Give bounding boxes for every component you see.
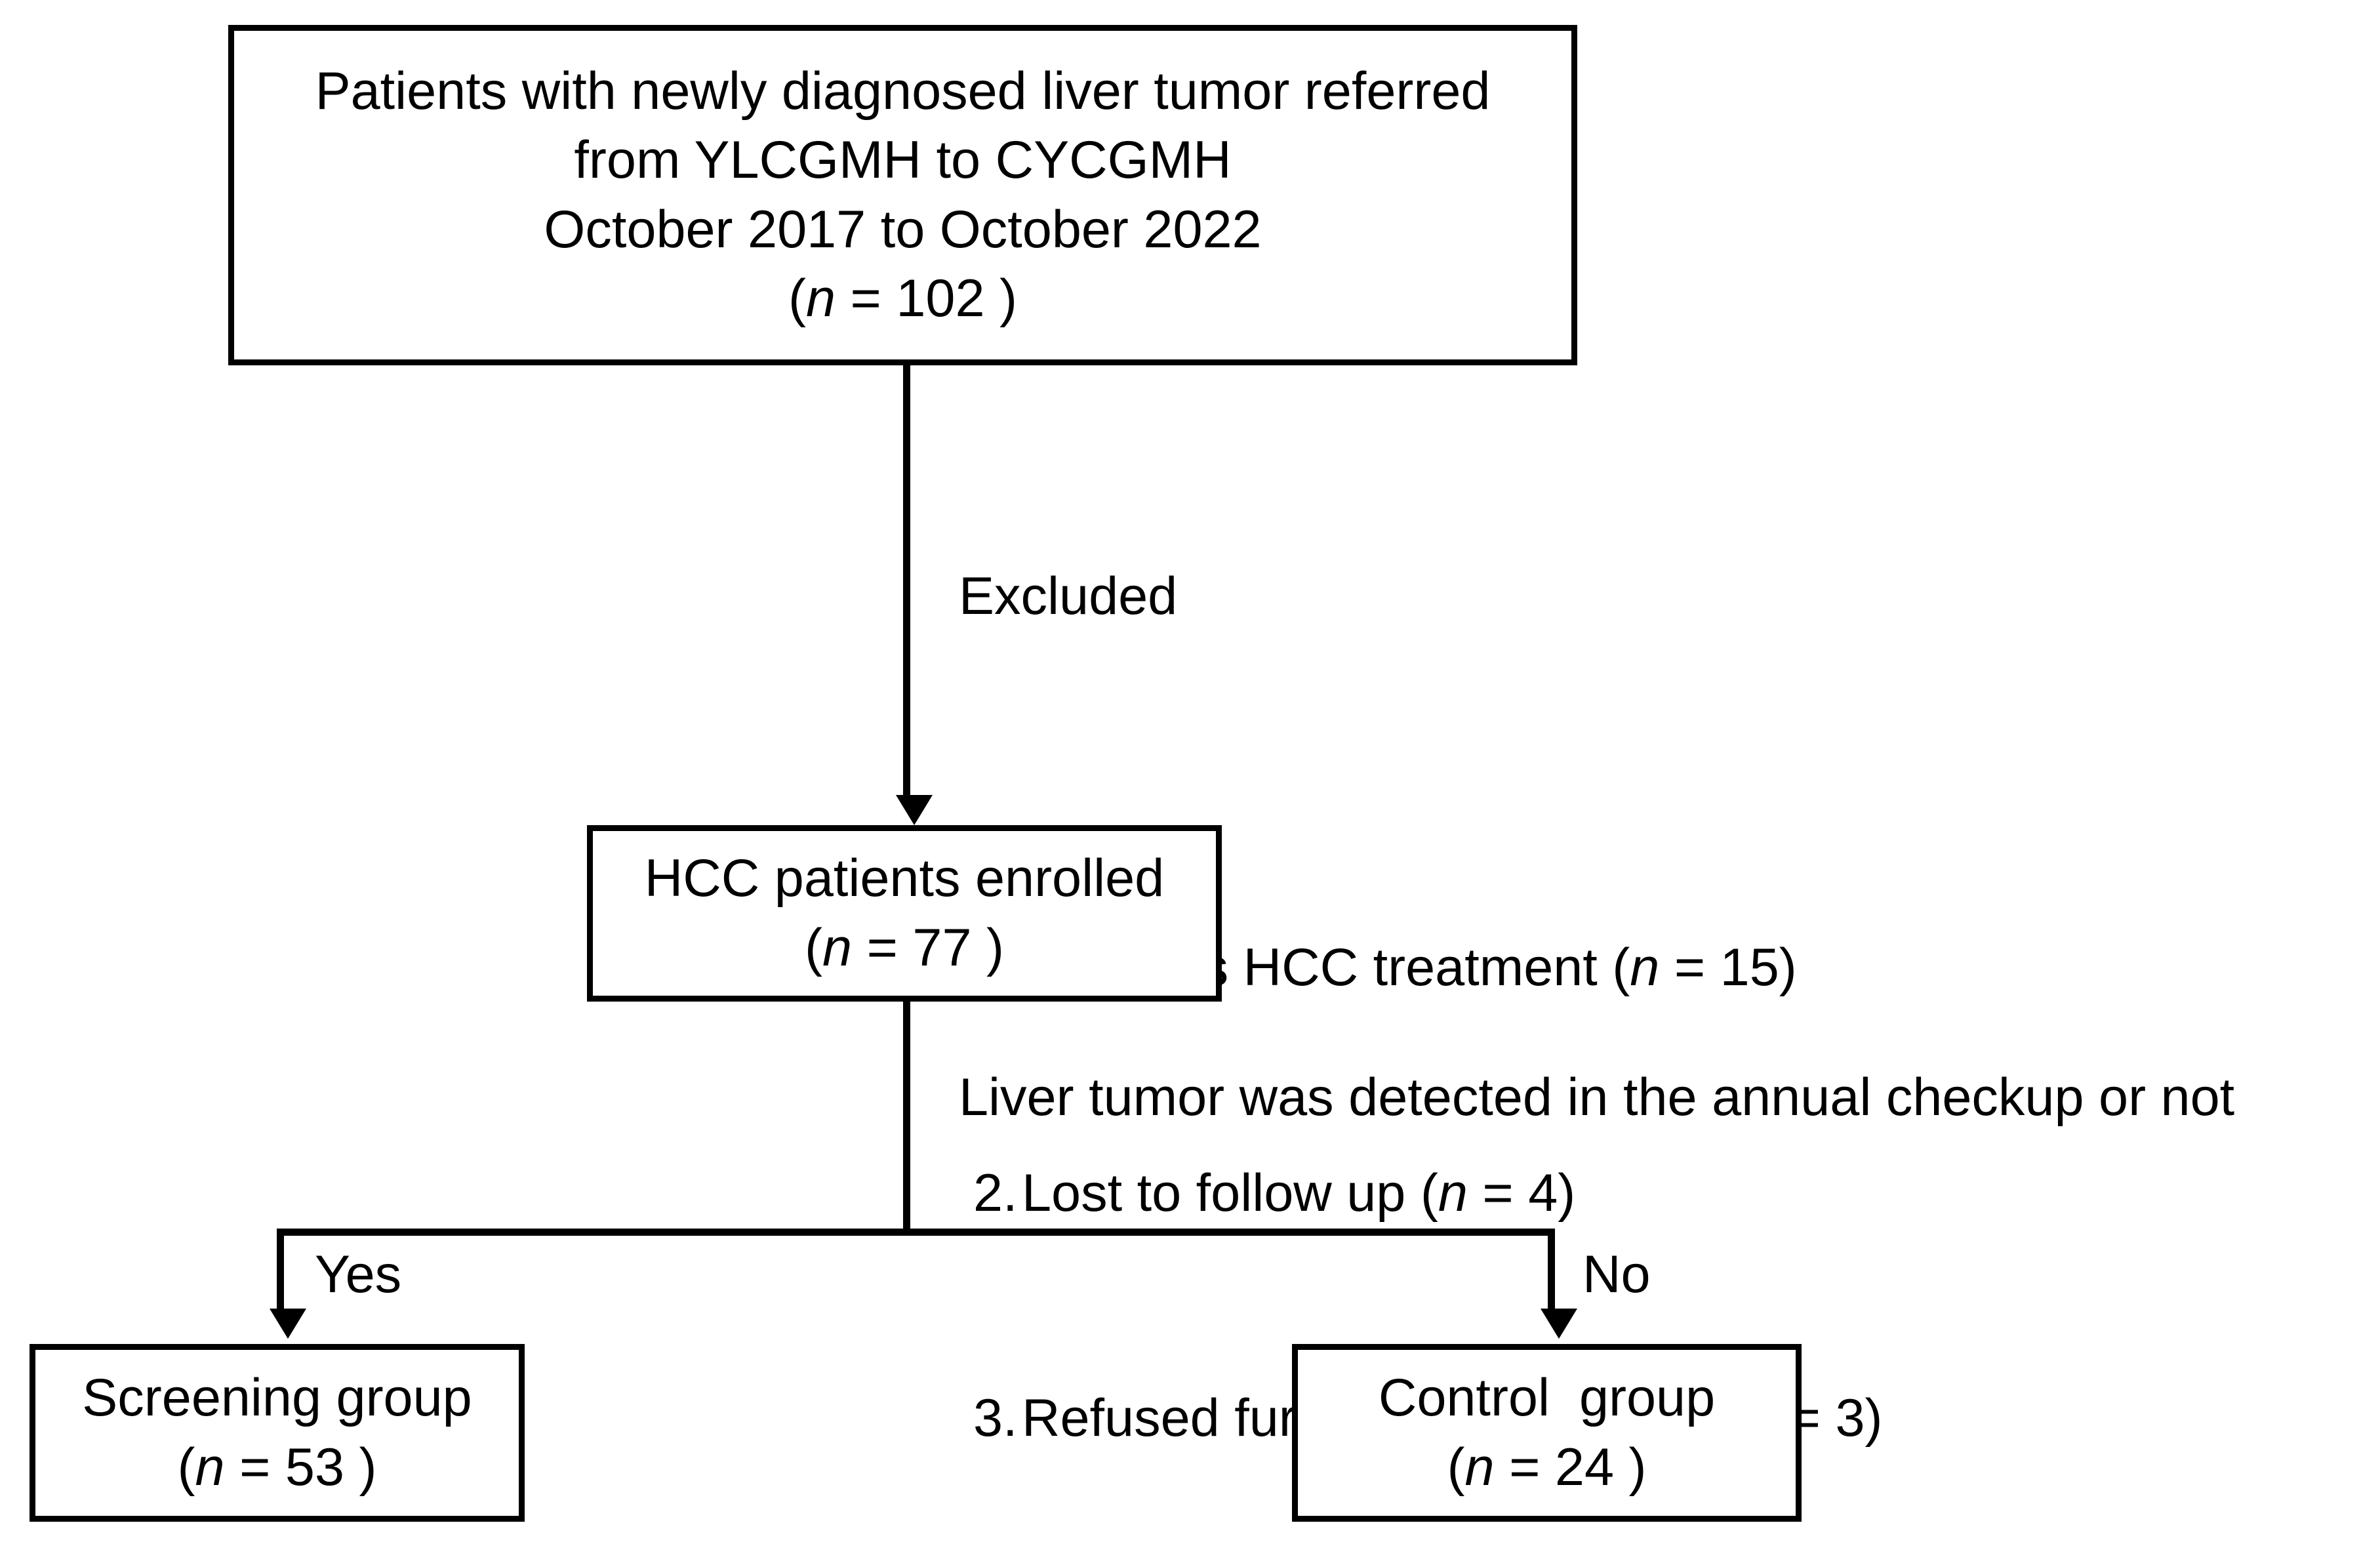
- connector-branch-yes-arm: [277, 1229, 284, 1312]
- excluded-list: 1. Previous HCC treatment (n = 15) 2. Lo…: [959, 780, 2237, 1546]
- node-hcc-patients-enrolled: HCC patients enrolled (n = 77 ): [587, 825, 1222, 1002]
- node-top-line-1: Patients with newly diagnosed liver tumo…: [315, 61, 1491, 121]
- node-enrolled-label: HCC patients enrolled: [644, 849, 1165, 908]
- excluded-list-item: 2. Lost to follow up (n = 4): [959, 1157, 2237, 1231]
- excluded-title: Excluded: [959, 566, 1178, 626]
- branch-label-no: No: [1583, 1245, 1651, 1304]
- connector-enrolled-stem: [903, 1002, 910, 1232]
- node-screening-group: Screening group (n = 53 ): [30, 1344, 525, 1522]
- node-top-cohort: Patients with newly diagnosed liver tumo…: [228, 25, 1577, 365]
- excluded-item-number: 3.: [973, 1388, 1018, 1448]
- node-screening-count: (n = 53 ): [177, 1437, 377, 1497]
- node-top-line-3: October 2017 to October 2022: [544, 199, 1262, 259]
- excluded-annotation: Excluded 1. Previous HCC treatment (n = …: [959, 413, 2237, 1546]
- excluded-item-text: Previous HCC treatment (n = 15): [1022, 938, 1797, 998]
- connector-branch-bar: [277, 1229, 1555, 1236]
- connector-branch-no-arm: [1548, 1229, 1555, 1312]
- node-screening-label: Screening group: [82, 1368, 472, 1428]
- node-control-group: Control group (n = 24 ): [1292, 1344, 1802, 1522]
- node-enrolled-count: (n = 77 ): [805, 918, 1004, 977]
- arrow-down-icon-yes: [270, 1309, 306, 1339]
- branch-question-text: Liver tumor was detected in the annual c…: [959, 1068, 2235, 1127]
- node-top-count: (n = 102 ): [788, 268, 1017, 328]
- connector-top-to-enrolled-line: [903, 365, 910, 798]
- arrow-down-icon-top-to-enrolled: [896, 795, 933, 825]
- node-control-label: Control group: [1378, 1368, 1716, 1428]
- excluded-item-text: Lost to follow up (n = 4): [1022, 1163, 1576, 1223]
- node-top-line-2: from YLCGMH to CYCGMH: [574, 131, 1232, 190]
- branch-label-yes: Yes: [315, 1245, 402, 1304]
- excluded-item-number: 2.: [973, 1163, 1018, 1223]
- node-control-count: (n = 24 ): [1447, 1437, 1647, 1497]
- arrow-down-icon-no: [1541, 1309, 1577, 1339]
